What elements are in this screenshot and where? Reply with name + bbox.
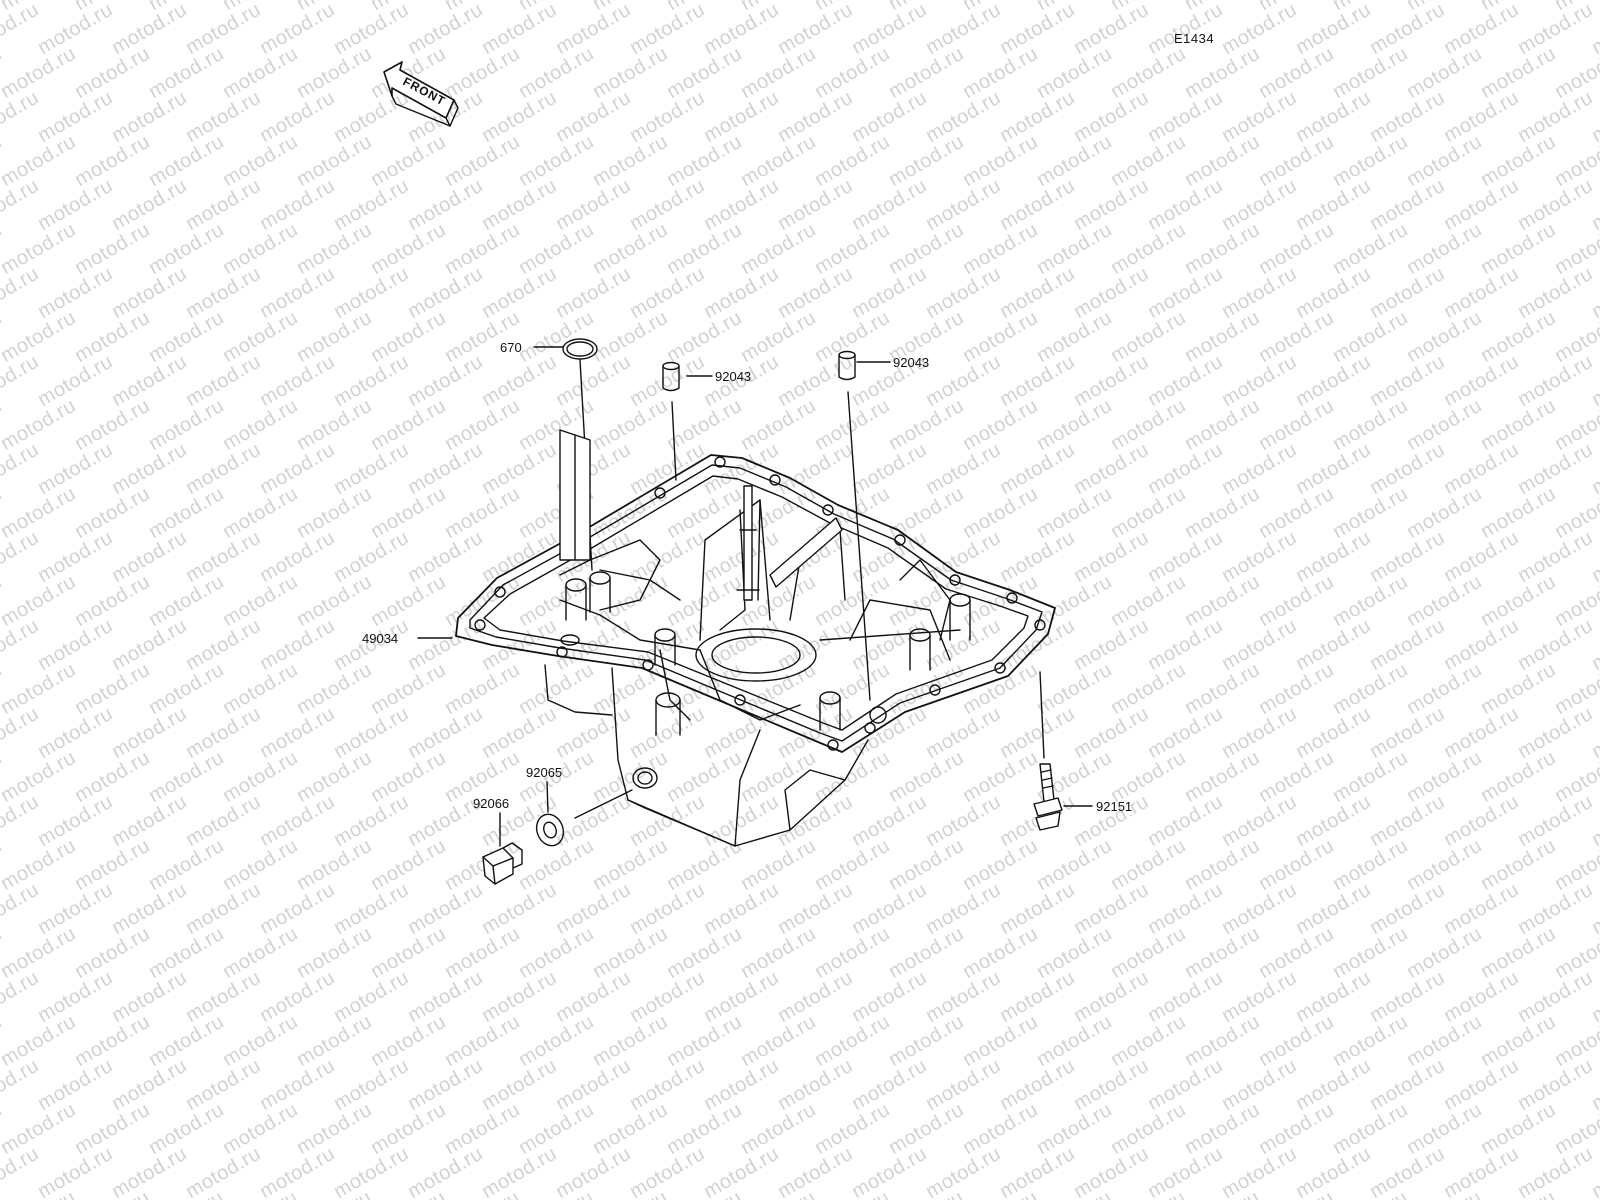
callout-49034: 49034 — [362, 631, 399, 646]
oil-pan-49034 — [417, 429, 1056, 847]
callout-92066: 92066 — [473, 796, 510, 811]
callout-92065: 92065 — [526, 765, 563, 780]
callout-92043-left: 92043 — [715, 369, 752, 384]
flange-bolt-92151 — [1033, 671, 1093, 831]
callout-92043-right: 92043 — [893, 355, 930, 370]
callout-670: 670 — [500, 340, 522, 355]
dowel-pin-right — [838, 350, 891, 701]
diagram-code: E1434 — [1174, 31, 1215, 46]
drain-plug-92066 — [482, 812, 523, 885]
front-direction-arrow-icon: FRONT — [383, 61, 459, 127]
flange-bolt-holes — [474, 456, 1046, 751]
gasket-92065 — [535, 781, 633, 847]
dowel-pin-left — [662, 361, 713, 481]
callout-92151: 92151 — [1096, 799, 1133, 814]
